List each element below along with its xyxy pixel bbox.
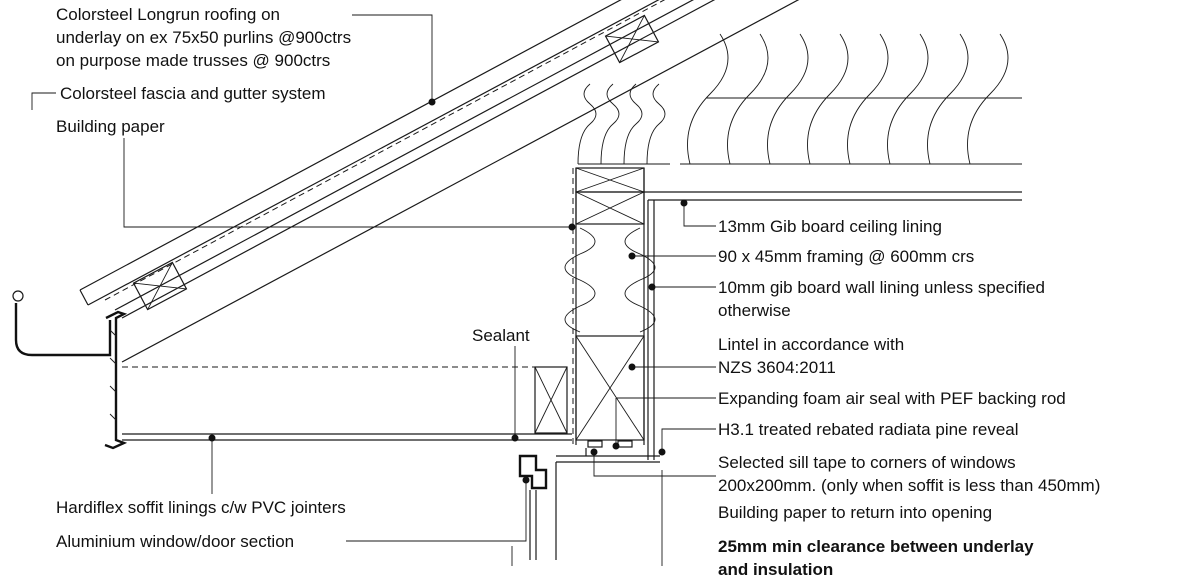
label-sill-tape-2: 200x200mm. (only when soffit is less tha… — [718, 476, 1100, 495]
roof-assembly — [79, 0, 800, 363]
label-sill-tape-1: Selected sill tape to corners of windows — [718, 453, 1016, 472]
label-roofing-3: on purpose made trusses @ 900ctrs — [56, 51, 330, 70]
gutter-and-fascia — [12, 290, 128, 450]
label-reveal: H3.1 treated rebated radiata pine reveal — [718, 420, 1019, 439]
purlin-lower — [132, 261, 188, 311]
label-building-paper: Building paper — [56, 117, 165, 136]
label-roofing-1: Colorsteel Longrun roofing on — [56, 5, 280, 24]
label-sealant: Sealant — [472, 326, 530, 345]
label-framing: 90 x 45mm framing @ 600mm crs — [718, 247, 974, 266]
ceiling-insulation — [577, 33, 1022, 165]
window-section — [518, 440, 660, 560]
soffit-lining — [122, 366, 572, 441]
label-clearance-2: and insulation — [718, 560, 833, 579]
ceiling-lining — [644, 191, 1022, 201]
label-gib-wall-2: otherwise — [718, 301, 791, 320]
label-lintel-2: NZS 3604:2011 — [718, 358, 836, 377]
label-fascia: Colorsteel fascia and gutter system — [60, 84, 326, 103]
label-paper-return: Building paper to return into opening — [718, 503, 992, 522]
label-gib-wall-1: 10mm gib board wall lining unless specif… — [718, 278, 1045, 297]
annotations: Colorsteel Longrun roofing on underlay o… — [56, 5, 1100, 579]
wall-framing — [564, 167, 656, 460]
label-soffit: Hardiflex soffit linings c/w PVC jointer… — [56, 498, 346, 517]
label-foam-seal: Expanding foam air seal with PEF backing… — [718, 389, 1066, 408]
label-roofing-2: underlay on ex 75x50 purlins @900ctrs — [56, 28, 351, 47]
label-window-section: Aluminium window/door section — [56, 532, 294, 551]
leader-lines — [31, 14, 716, 566]
label-clearance-1: 25mm min clearance between underlay — [718, 537, 1034, 556]
purlin-upper — [604, 14, 660, 64]
label-gib-ceiling: 13mm Gib board ceiling lining — [718, 217, 942, 236]
label-lintel-1: Lintel in accordance with — [718, 335, 904, 354]
